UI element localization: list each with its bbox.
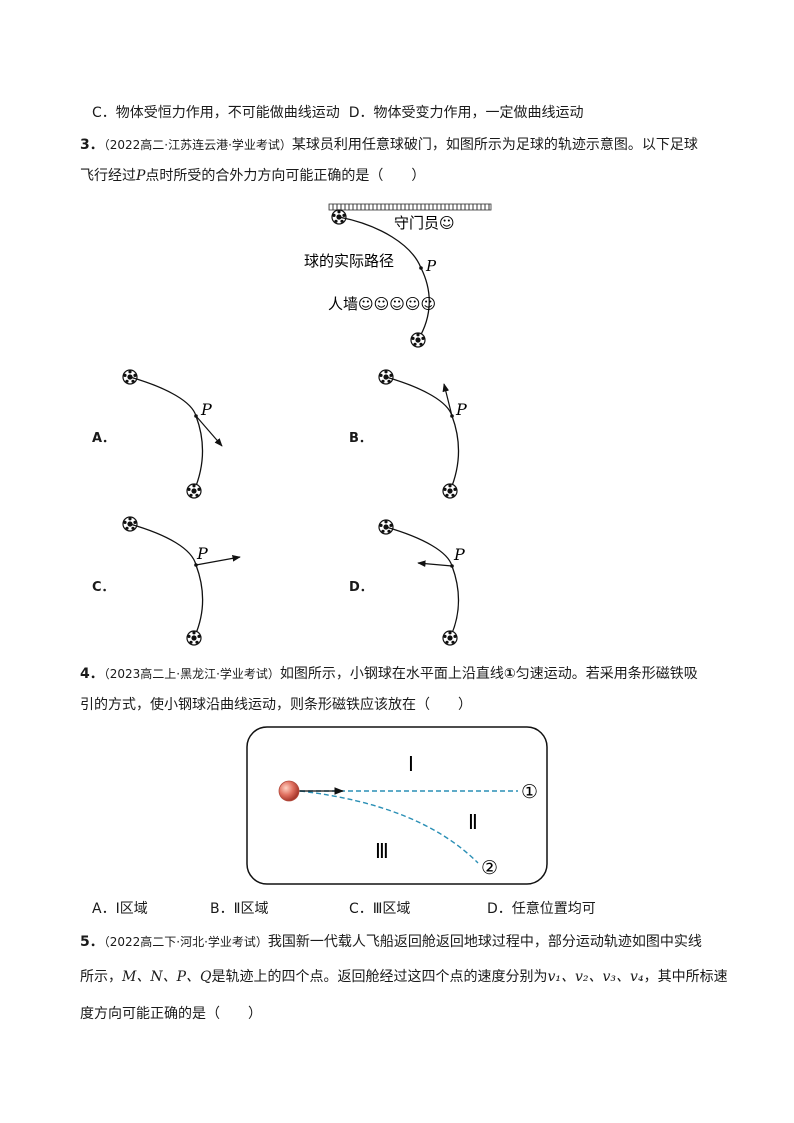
q3-text-2a: 飞行经过 [80, 168, 136, 184]
q4-text-1b: 匀速运动。若采用条形磁铁吸 [515, 666, 698, 682]
q4-text-1a: 如图所示，小钢球在水平面上沿直线 [279, 666, 504, 682]
option-c-figure: P [122, 516, 241, 646]
q2-option-c-d: C．物体受恒力作用，不可能做曲线运动 D．物体受变力作用，一定做曲线运动 [92, 102, 583, 122]
q4-number: 4． [80, 666, 104, 682]
curve-2 [299, 790, 479, 864]
q3-option-d[interactable]: D． [349, 580, 373, 595]
q3-source: （2022高二·江苏连云港·学业考试） [103, 138, 292, 152]
path-label: 球的实际路径 [304, 252, 394, 270]
q4-answer-c[interactable]: C．Ⅲ区域 [349, 901, 411, 917]
svg-text:P: P [455, 400, 467, 419]
q4-line-1: 4．（2023高二上·黑龙江·学业考试）如图所示，小钢球在水平面上沿直线①匀速运… [80, 663, 698, 683]
q5-line-1: 5．（2022高二下·河北·学业考试）我国新一代载人飞船返回舱返回地球过程中，部… [80, 931, 702, 951]
q4-answer-d[interactable]: D．任意位置均可 [487, 901, 596, 917]
q3-text-1: 某球员利用任意球破门，如图所示为足球的轨迹示意图。以下足球 [291, 137, 698, 153]
point-p-dot [419, 266, 423, 270]
q3-line-2: 飞行经过P点时所受的合外力方向可能正确的是（ ） [80, 165, 425, 185]
q5-line-3: 度方向可能正确的是（ ） [80, 1006, 262, 1022]
q4-source: （2023高二上·黑龙江·学业考试） [103, 667, 280, 681]
goalkeeper-label: 守门员☺ [394, 214, 455, 232]
q5-source: （2022高二下·河北·学业考试） [103, 935, 268, 949]
q5-text-1: 我国新一代载人飞船返回舱返回地球过程中，部分运动轨迹如图中实线 [267, 934, 702, 950]
svg-text:P: P [196, 544, 208, 563]
q5-number: 5． [80, 934, 104, 950]
q5-text-2a: 所示， [80, 969, 122, 985]
q3-line-1: 3．（2022高二·江苏连云港·学业考试）某球员利用任意球破门，如图所示为足球的… [80, 134, 698, 154]
option-d-figure: P [378, 519, 465, 646]
steel-ball [278, 780, 300, 802]
q4-answer-a[interactable]: A．Ⅰ区域 [92, 901, 148, 917]
region-3-label: Ⅲ [375, 839, 389, 863]
wall-label: 人墙☺☺☺☺☺ [328, 295, 436, 313]
option-b-figure: P [378, 369, 467, 499]
q3-text-2b: 点时所受的合外力方向可能正确的是（ ） [145, 168, 426, 184]
fig-point-p: P [425, 257, 437, 275]
q5-line-2: 所示，M、N、P、Q是轨迹上的四个点。返回舱经过这四个点的速度分别为v₁、v₂、… [80, 966, 728, 986]
region-2-label: Ⅱ [468, 810, 478, 834]
q3-point-p: P [136, 168, 146, 184]
svg-text:P: P [453, 545, 465, 564]
line-2-label: ② [481, 857, 498, 879]
q4-circled-1: ① [503, 666, 516, 682]
q4-answer-b[interactable]: B．Ⅱ区域 [210, 901, 269, 917]
region-1-label: Ⅰ [408, 752, 414, 776]
line-1-label: ① [521, 781, 538, 803]
q5-text-2b: 是轨迹上的四个点。返回舱经过这四个点的速度分别为 [211, 969, 548, 985]
q2-option-d: D．物体受变力作用，一定做曲线运动 [348, 105, 584, 121]
q3-option-a[interactable]: A． [92, 431, 116, 446]
q5-velocities: v₁、v₂、v₃、v₄ [547, 969, 644, 985]
svg-text:P: P [200, 400, 212, 419]
q3-option-b[interactable]: B． [349, 431, 372, 446]
ball-end [410, 332, 426, 348]
q5-text-2c: ，其中所标速 [643, 969, 728, 985]
ball-path [338, 216, 430, 341]
q3-option-c[interactable]: C． [92, 580, 115, 595]
q5-points: M、N、P、Q [122, 969, 212, 985]
q4-line-2: 引的方式，使小钢球沿曲线运动，则条形磁铁应该放在（ ） [80, 697, 472, 713]
goal-bar [328, 203, 492, 211]
q4-figure: Ⅰ Ⅱ Ⅲ ① ② [246, 726, 548, 885]
plane-border [246, 726, 548, 885]
option-a-figure: P [122, 369, 223, 499]
q2-option-c: C．物体受恒力作用，不可能做曲线运动 [92, 105, 340, 121]
q3-number: 3． [80, 137, 104, 153]
